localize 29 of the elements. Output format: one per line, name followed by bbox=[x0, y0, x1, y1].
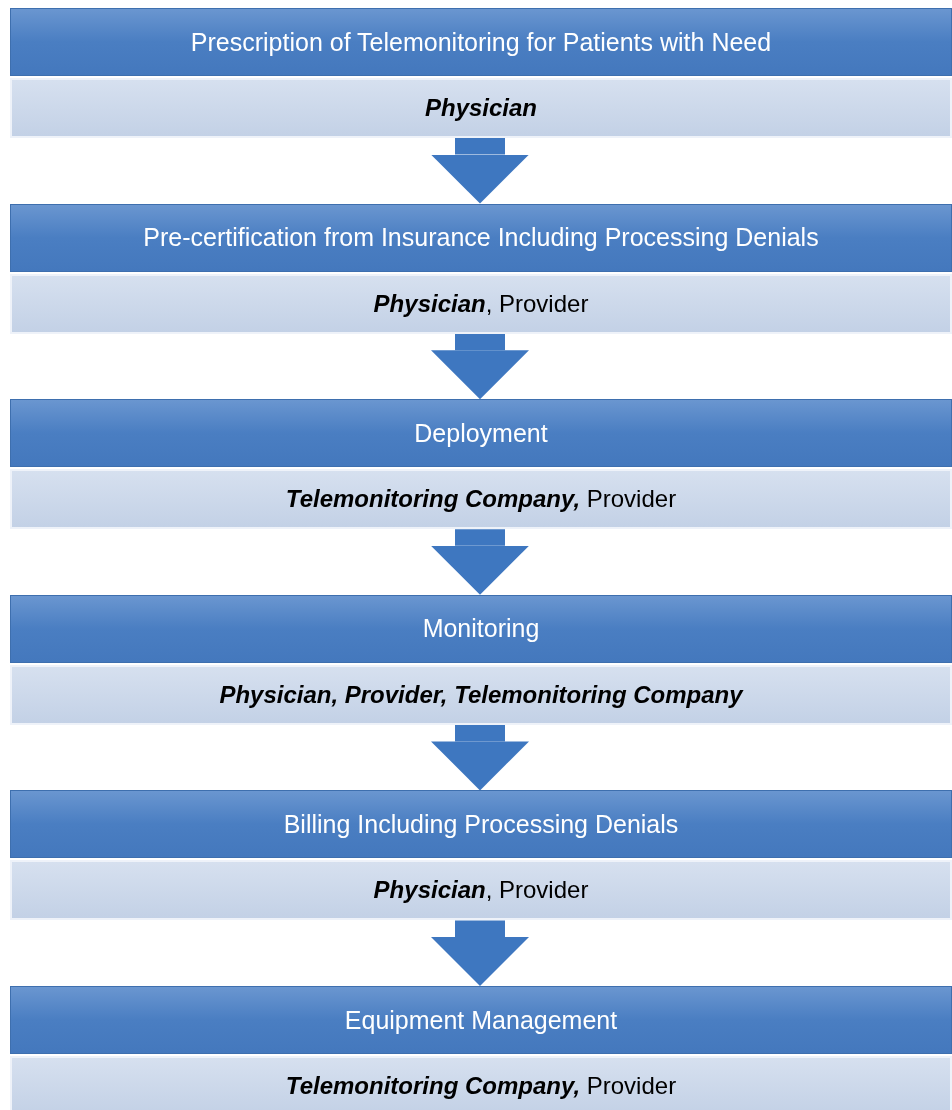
roles-text: Physician, Provider bbox=[373, 289, 589, 318]
stage-header-band bbox=[10, 594, 952, 663]
block-arrow bbox=[431, 724, 529, 791]
stage-header-band bbox=[10, 986, 952, 1054]
stage-header-band bbox=[10, 399, 952, 468]
stage-title: Billing Including Processing Denials bbox=[283, 809, 679, 839]
roles-band bbox=[10, 469, 952, 530]
roles-band bbox=[10, 273, 952, 334]
stage-header-band bbox=[10, 8, 952, 76]
roles-text: Physician, Provider bbox=[373, 876, 589, 905]
stage-title: Monitoring bbox=[422, 614, 540, 644]
block-arrow bbox=[431, 529, 529, 595]
stage-title: Deployment bbox=[414, 418, 548, 448]
roles-band bbox=[10, 78, 952, 138]
block-arrow bbox=[431, 138, 529, 204]
stage-header-band bbox=[10, 203, 952, 272]
stage-title: Equipment Management bbox=[344, 1005, 618, 1035]
roles-text: Telemonitoring Company, Provider bbox=[285, 1072, 677, 1100]
roles-text: Physician, Provider, Telemonitoring Company bbox=[219, 680, 743, 709]
stage-title: Pre-certification from Insurance Including Processing Denials bbox=[143, 223, 819, 253]
roles-band bbox=[10, 664, 952, 725]
stage-header-band bbox=[10, 790, 952, 859]
stage-title: Prescription of Telemonitoring for Patients with Need bbox=[190, 27, 772, 57]
roles-text: Physician bbox=[424, 94, 538, 122]
block-arrow bbox=[431, 920, 529, 986]
roles-band bbox=[10, 1056, 952, 1110]
block-arrow bbox=[431, 333, 529, 400]
roles-band bbox=[10, 860, 952, 921]
roles-text: Telemonitoring Company, Provider bbox=[285, 485, 677, 514]
